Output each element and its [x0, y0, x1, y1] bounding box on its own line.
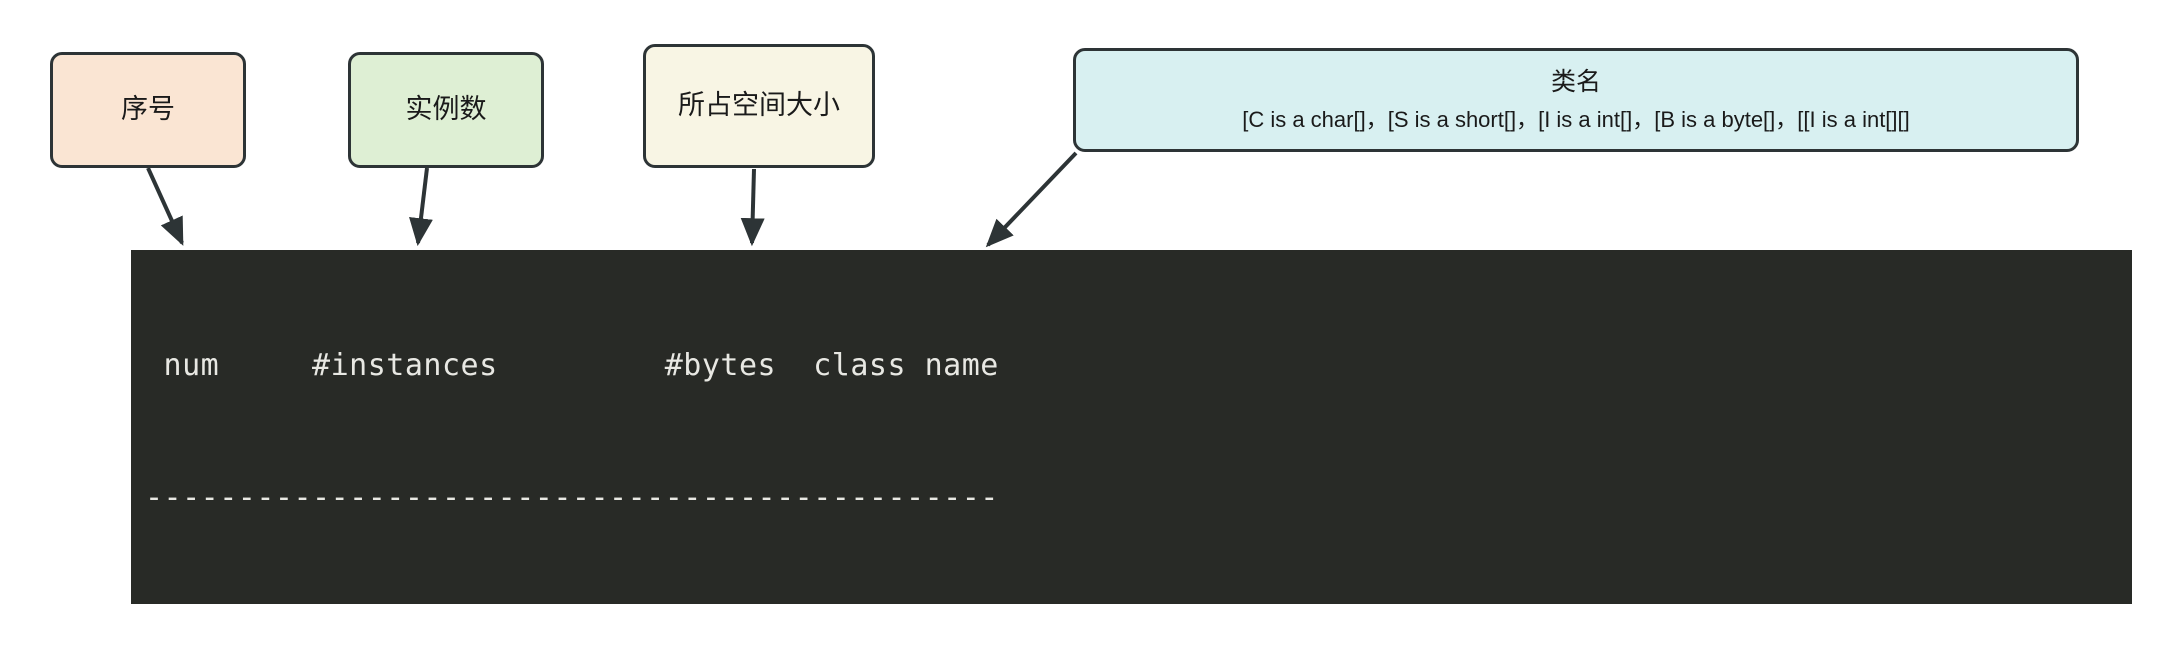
terminal-header-row: num #instances #bytes class name — [145, 348, 999, 383]
callout-label-bytes: 所占空间大小 — [678, 90, 840, 121]
callout-label-instances: 实例数 — [405, 94, 487, 125]
terminal-output[interactable]: num #instances #bytes class name -------… — [131, 250, 2132, 604]
arrow-to-num — [146, 167, 184, 246]
callout-label-classname: 类名 — [1550, 67, 1601, 96]
callout-label-num: 序号 — [121, 94, 175, 125]
callout-box-num: 序号 — [50, 52, 246, 168]
terminal-separator: ----------------------------------------… — [145, 480, 999, 515]
callout-box-bytes: 所占空间大小 — [643, 44, 875, 168]
arrow-to-classname — [985, 151, 1078, 248]
callout-box-classname: 类名 [C is a char[]，[S is a short[]，[I is … — [1073, 48, 2079, 152]
arrow-to-instances — [409, 167, 433, 247]
callout-detail-classname: [C is a char[]，[S is a short[]，[I is a i… — [1242, 107, 1910, 133]
callout-box-instances: 实例数 — [348, 52, 544, 168]
arrow-to-bytes — [740, 168, 765, 247]
